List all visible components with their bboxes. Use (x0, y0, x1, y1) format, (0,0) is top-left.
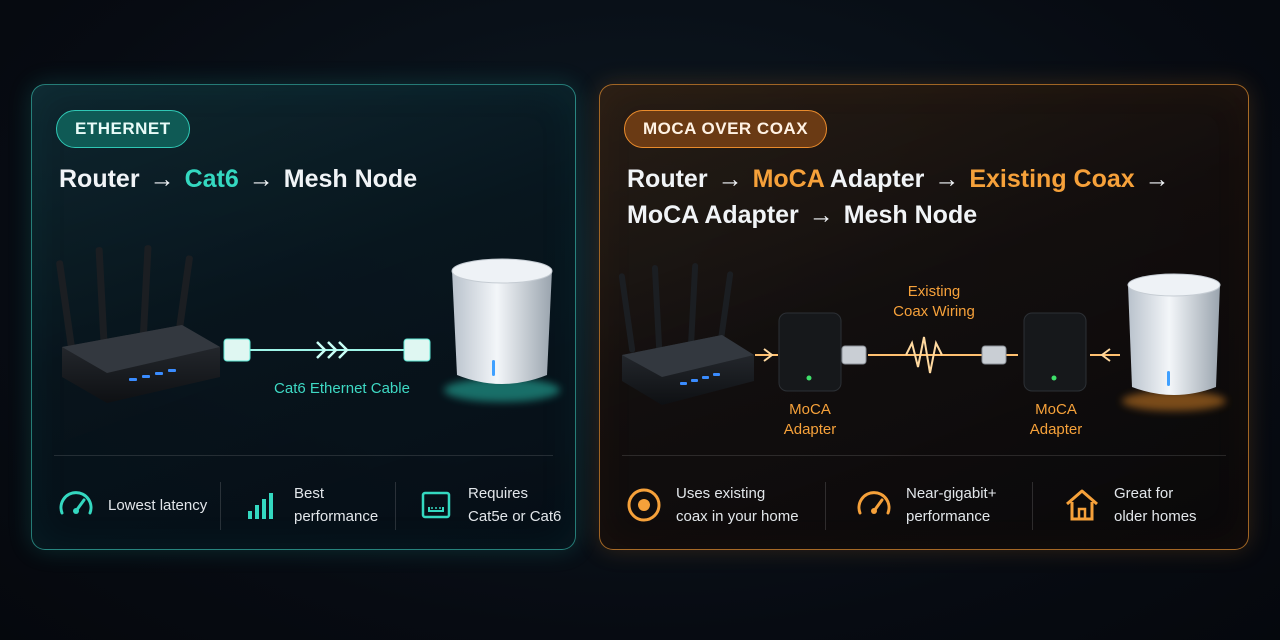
mesh-node-icon (444, 258, 560, 402)
path-adapter: Adapter (829, 165, 925, 193)
cat6-cable (223, 338, 431, 362)
arrow: → (717, 165, 743, 193)
adapter-label: MoCA Adapter (783, 401, 837, 438)
ethernet-badge: ETHERNET (56, 110, 190, 148)
ethernet-port-icon (421, 491, 451, 519)
ethernet-path-headline: Router → Cat6 → Mesh Node (59, 165, 417, 194)
path-mesh-node: Mesh Node (843, 201, 978, 229)
arrow: → (248, 165, 274, 193)
cable-label: Cat6 Ethernet Cable (274, 380, 410, 397)
speedometer-icon (857, 491, 891, 515)
arrow: → (934, 165, 960, 193)
path-router: Router (627, 165, 708, 193)
path-router: Router (59, 165, 140, 193)
separator (220, 482, 221, 530)
ethernet-illustration (56, 245, 560, 403)
divider (622, 455, 1226, 456)
moca-path-headline-line1: Router → MoCA Adapter → Existing Coax → (627, 165, 1180, 194)
feature-older-homes: Great for older homes (1062, 470, 1197, 540)
arrow: → (1144, 165, 1170, 193)
feature-text: Best performance (294, 485, 379, 525)
ethernet-features: Lowest latency Best performance Requires… (32, 470, 575, 540)
feature-text: Requires Cat5e or Cat6 (468, 485, 562, 525)
moca-panel: MOCA OVER COAX Router → MoCA Adapter → Exist… (599, 84, 1249, 550)
path-cat6: Cat6 (184, 165, 239, 193)
moca-illustration (618, 263, 1226, 411)
adapter-label: MoCA Adapter (1029, 401, 1083, 438)
moca-path-headline-line2: MoCA Adapter → Mesh Node (627, 201, 977, 230)
feature-requires-cat: Requires Cat5e or Cat6 (416, 470, 561, 540)
moca-features: Uses existing coax in your home Near-gig… (600, 470, 1248, 540)
path-moca: MoCA (627, 201, 699, 229)
path-adapter: Adapter (704, 201, 799, 229)
feature-text: Lowest latency (108, 496, 208, 514)
feature-text: Great for older homes (1114, 485, 1197, 525)
feature-text: Near-gigabit+ performance (906, 485, 997, 525)
path-existing-coax: Existing Coax (969, 165, 1135, 193)
divider (54, 455, 553, 456)
arrow: → (149, 165, 175, 193)
moca-badge: MOCA OVER COAX (624, 110, 828, 148)
signal-bars-icon (248, 493, 273, 519)
ethernet-panel: ETHERNET Router → Cat6 → Mesh Node (31, 84, 576, 550)
feature-best-performance: Best performance (242, 470, 378, 540)
path-moca: MoCA (752, 165, 824, 193)
router-icon (618, 263, 754, 405)
feature-near-gigabit: Near-gigabit+ performance (854, 470, 996, 540)
target-icon (627, 488, 661, 522)
separator (825, 482, 826, 530)
mesh-node-icon (1122, 273, 1226, 411)
router-icon (56, 245, 220, 403)
house-icon (1066, 489, 1098, 521)
arrow: → (808, 201, 834, 229)
feature-lowest-latency: Lowest latency (56, 470, 207, 540)
feature-uses-existing-coax: Uses existing coax in your home (624, 470, 799, 540)
moca-adapter-icon (1023, 312, 1087, 392)
feature-text: Uses existing coax in your home (676, 485, 799, 525)
coax-label: Existing Coax Wiring (893, 283, 975, 320)
path-mesh-node: Mesh Node (283, 165, 418, 193)
separator (1032, 482, 1033, 530)
separator (395, 482, 396, 530)
moca-adapter-icon (778, 312, 842, 392)
speedometer-icon (59, 491, 93, 515)
